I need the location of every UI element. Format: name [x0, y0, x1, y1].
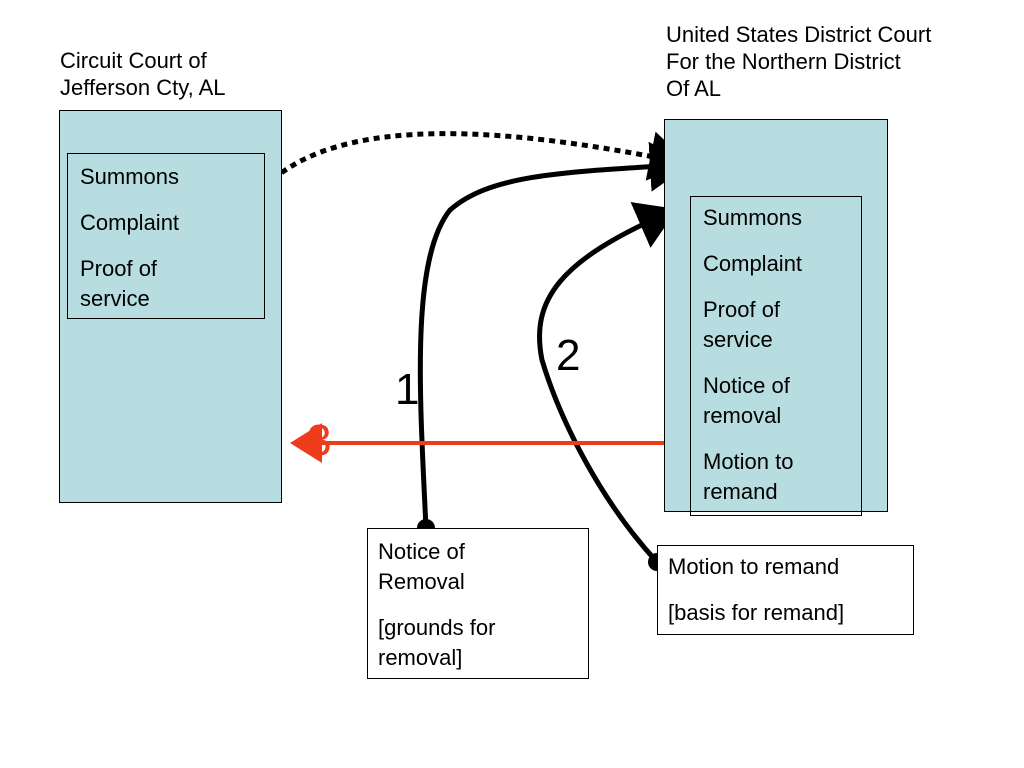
- state-doc-proof-of-service: Proof of service: [80, 256, 158, 311]
- state-doc-summons: Summons: [80, 164, 180, 189]
- notice-grounds-for-removal: [grounds for removal]: [378, 615, 496, 670]
- state-court-title: Circuit Court of Jefferson Cty, AL: [60, 48, 226, 100]
- state-court-box: [59, 110, 282, 503]
- federal-court-documents: Summons Complaint Proof of service Notic…: [690, 196, 862, 516]
- notice-of-removal-box: Notice of Removal [grounds for removal]: [367, 528, 589, 679]
- transfer-dotted-arrow: [263, 131, 690, 189]
- federal-doc-complaint: Complaint: [703, 251, 803, 276]
- motion-to-remand-box: Motion to remand [basis for remand]: [657, 545, 914, 635]
- motion-to-remand-title: Motion to remand: [668, 554, 840, 579]
- state-doc-complaint: Complaint: [80, 210, 180, 235]
- federal-doc-notice-of-removal: Notice of removal: [703, 373, 790, 428]
- step-3-label: 3: [307, 416, 332, 465]
- state-court-documents: Summons Complaint Proof of service: [67, 153, 265, 319]
- step-1-label: 1: [395, 365, 420, 414]
- federal-court-title: United States District Court For the Nor…: [666, 22, 932, 101]
- remand-motion-arrow-2: [537, 202, 678, 564]
- step-2-label: 2: [556, 331, 581, 380]
- federal-doc-summons: Summons: [703, 205, 803, 230]
- federal-doc-proof-of-service: Proof of service: [703, 297, 781, 352]
- removal-arrow-1: [417, 141, 690, 529]
- motion-basis-for-remand: [basis for remand]: [668, 600, 845, 625]
- federal-court-box: [664, 119, 888, 512]
- federal-doc-motion-to-remand: Motion to remand: [703, 449, 794, 504]
- notice-of-removal-title: Notice of Removal: [378, 539, 465, 594]
